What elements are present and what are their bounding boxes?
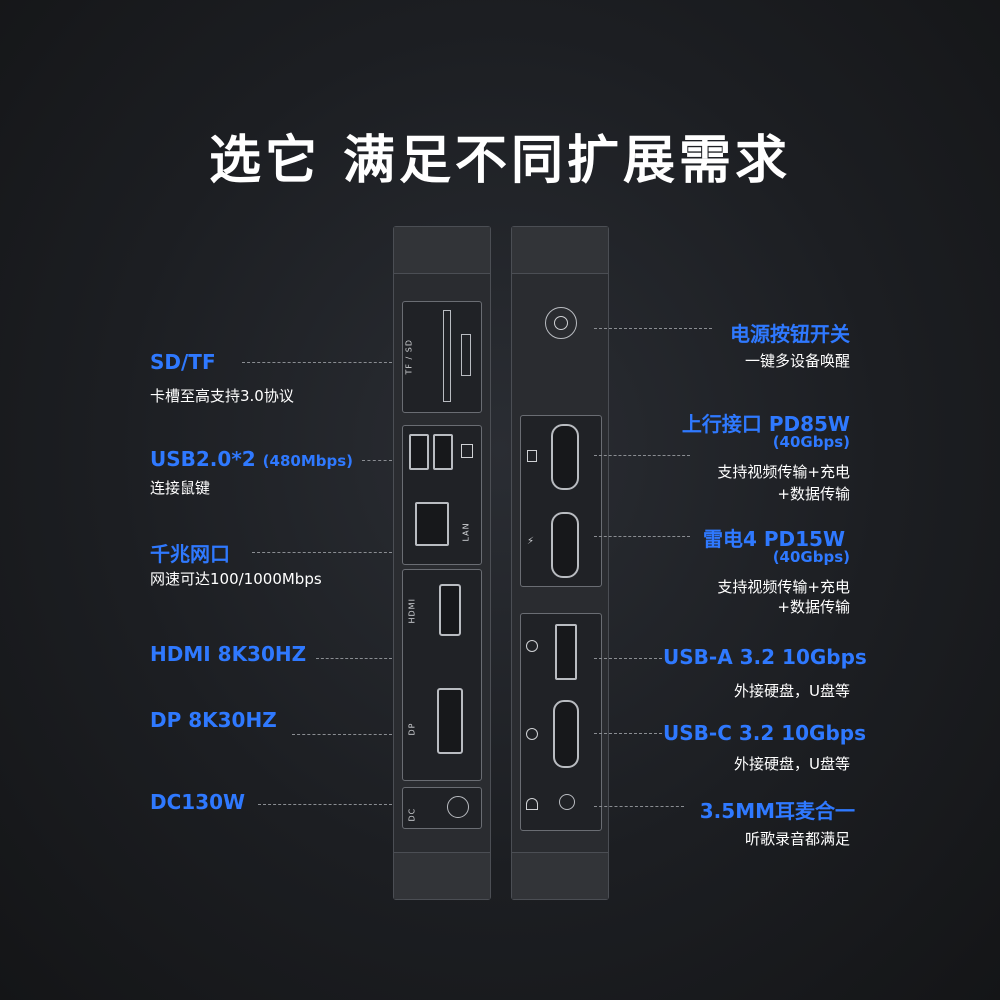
usb2-port-1[interactable] <box>409 434 429 470</box>
usb-panel <box>520 613 602 831</box>
usb-c-speed-icon <box>526 728 538 740</box>
leader-line <box>594 806 684 807</box>
strip-bottom-cap <box>394 852 490 899</box>
dc-label: DC <box>407 807 417 822</box>
power-button[interactable] <box>545 307 577 339</box>
desc-thunderbolt-2: +数据传输 <box>777 598 850 616</box>
lan-label: LAN <box>461 522 471 542</box>
hdmi-port[interactable] <box>439 584 461 636</box>
hdmi-label: HDMI <box>407 598 417 624</box>
strip-top-cap <box>512 227 608 274</box>
leader-line <box>316 658 392 659</box>
desc-thunderbolt-1: 支持视频传输+充电 <box>717 578 850 596</box>
label-usb2: USB2.0*2 (480Mbps) <box>150 447 353 471</box>
hub-left-side: TF / SD LAN HDMI DP DC <box>393 226 491 900</box>
desc-upstream-1: 支持视频传输+充电 <box>717 463 850 481</box>
audio-jack[interactable] <box>559 794 575 810</box>
sd-card-slot[interactable] <box>443 310 451 402</box>
desc-usb-c: 外接硬盘，U盘等 <box>734 755 850 773</box>
leader-line <box>292 734 392 735</box>
thunderbolt4-port[interactable] <box>551 512 579 578</box>
label-upstream-speed: (40Gbps) <box>772 433 850 451</box>
dp-label: DP <box>407 722 417 736</box>
label-usb-c: USB-C 3.2 10Gbps <box>663 721 867 745</box>
desc-usb2: 连接鼠键 <box>150 479 211 497</box>
leader-line <box>594 733 662 734</box>
desc-audio: 听歌录音都满足 <box>744 830 850 848</box>
label-usb2-name: USB2.0*2 <box>150 447 256 471</box>
desc-upstream-2: +数据传输 <box>777 485 850 503</box>
thunderbolt-panel: ⚡ <box>520 415 602 587</box>
dp-port[interactable] <box>437 688 463 754</box>
lan-port[interactable] <box>415 502 449 546</box>
label-usb2-speed: (480Mbps) <box>262 452 354 470</box>
leader-line <box>594 658 662 659</box>
label-dc: DC130W <box>150 790 246 814</box>
usb2-port-2[interactable] <box>433 434 453 470</box>
label-usb-a: USB-A 3.2 10Gbps <box>663 645 867 669</box>
usb-a-speed-icon <box>526 640 538 652</box>
label-sd-tf: SD/TF <box>150 350 216 374</box>
thunderbolt-icon: ⚡ <box>527 536 535 547</box>
label-thunderbolt-speed: (40Gbps) <box>772 548 850 566</box>
usb-a-port[interactable] <box>555 624 577 680</box>
dc-panel: DC <box>402 787 482 829</box>
label-thunderbolt: 雷电4 PD15W <box>702 527 845 551</box>
label-audio: 3.5MM耳麦合一 <box>699 799 855 823</box>
monitor-charge-icon <box>527 450 537 462</box>
label-hdmi: HDMI 8K30HZ <box>150 642 307 666</box>
sd-tf-panel: TF / SD <box>402 301 482 413</box>
leader-line <box>252 552 392 553</box>
desc-lan: 网速可达100/1000Mbps <box>150 570 322 588</box>
label-upstream: 上行接口 PD85W <box>681 412 850 436</box>
desc-usb-a: 外接硬盘，U盘等 <box>734 682 850 700</box>
video-panel: HDMI DP <box>402 569 482 781</box>
leader-line <box>242 362 392 363</box>
leader-line <box>594 328 712 329</box>
desc-power: 一键多设备唤醒 <box>744 352 850 370</box>
usb-c-upstream-port[interactable] <box>551 424 579 490</box>
leader-line <box>362 460 392 461</box>
dc-port[interactable] <box>447 796 469 818</box>
leader-line <box>258 804 392 805</box>
strip-top-cap <box>394 227 490 274</box>
page-title: 选它 满足不同扩展需求 <box>208 131 792 191</box>
usb-c-port[interactable] <box>553 700 579 768</box>
power-icon <box>554 316 568 330</box>
hub-right-side: ⚡ <box>511 226 609 900</box>
desc-sd-tf: 卡槽至高支持3.0协议 <box>150 387 294 405</box>
leader-line <box>594 455 690 456</box>
leader-line <box>594 536 690 537</box>
headset-icon <box>526 798 538 810</box>
tf-card-slot[interactable] <box>461 334 471 376</box>
strip-bottom-cap <box>512 852 608 899</box>
tf-sd-label: TF / SD <box>404 338 414 375</box>
usb-lan-panel: LAN <box>402 425 482 565</box>
label-dp: DP 8K30HZ <box>150 708 277 732</box>
label-power: 电源按钮开关 <box>730 322 850 346</box>
usb-icon <box>461 444 473 458</box>
label-lan: 千兆网口 <box>150 542 230 566</box>
